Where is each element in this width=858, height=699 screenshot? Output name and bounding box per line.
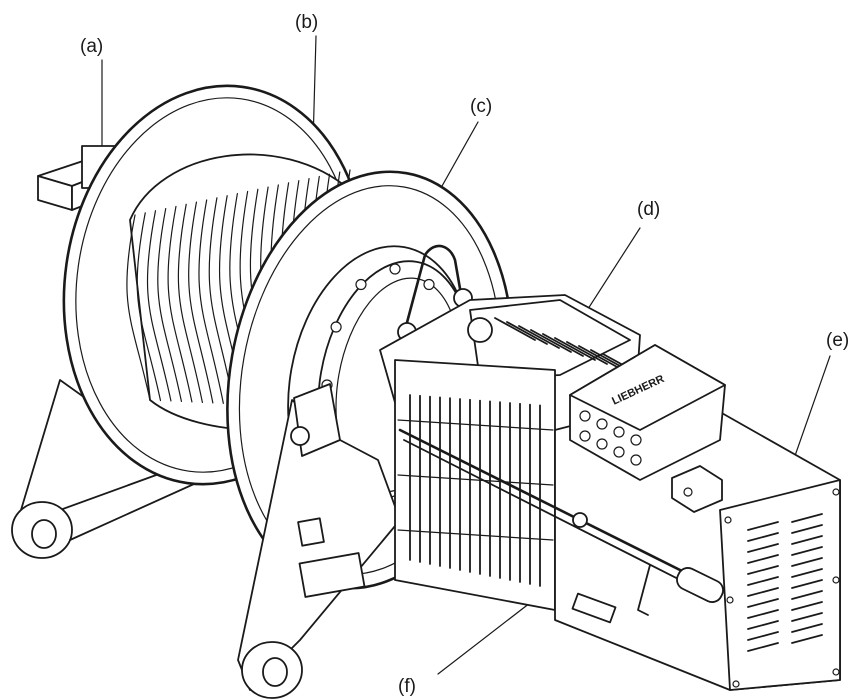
- cable-gland: [613, 446, 625, 458]
- front-leg-clamp-bolt: [290, 426, 310, 446]
- rope-winding: [136, 212, 162, 402]
- motor-louvre: [747, 642, 779, 652]
- front-leg-plate-b: [298, 552, 366, 598]
- cooling-rib: [397, 529, 554, 541]
- rope-winding: [146, 210, 172, 402]
- motor-louvre: [791, 612, 823, 622]
- motor-louvre: [747, 631, 779, 641]
- motor-louvre: [791, 568, 823, 578]
- motor-louvre: [791, 546, 823, 556]
- cable-gland: [630, 454, 642, 466]
- rope-winding: [198, 199, 224, 404]
- motor-louvre: [791, 601, 823, 611]
- cable-gland: [630, 434, 642, 446]
- junction-box-body: [671, 465, 723, 513]
- terminal-box-lid: [569, 344, 726, 431]
- motor-louvre: [747, 620, 779, 630]
- ring-bolt: [423, 278, 435, 291]
- motor-louvre: [747, 554, 779, 564]
- label-d: (d): [637, 199, 660, 220]
- motor-cover-screw: [724, 516, 732, 524]
- motor-louvre: [747, 598, 779, 608]
- motor-louvre: [791, 623, 823, 633]
- label-c: (c): [470, 96, 492, 117]
- terminal-glands: [579, 410, 642, 466]
- motor-louvre: [791, 579, 823, 589]
- ring-bolt: [330, 321, 342, 333]
- ring-bolt: [355, 278, 367, 291]
- cable-gland: [579, 430, 591, 442]
- cable-gland: [613, 426, 625, 438]
- motor-louvre: [791, 634, 823, 644]
- gearbox-fins: [494, 317, 644, 377]
- rear-leg-hole: [31, 519, 57, 549]
- motor-end-cover: [719, 479, 841, 691]
- brake-rod-pivot: [572, 512, 588, 528]
- motor-louvre: [747, 576, 779, 586]
- cooling-rib: [397, 419, 554, 431]
- rope-winding: [188, 201, 214, 404]
- cable-gland: [579, 410, 591, 422]
- motor-louvre: [791, 535, 823, 545]
- motor-louvre: [791, 557, 823, 567]
- ring-bolt: [389, 263, 401, 275]
- motor-cover-screw: [726, 596, 734, 604]
- motor-louvre: [747, 609, 779, 619]
- label-f: (f): [398, 676, 416, 697]
- lifting-eye-arm: [403, 244, 464, 332]
- motor-louvre: [747, 543, 779, 553]
- gearbox-fin: [578, 345, 620, 369]
- leader-e: [789, 355, 831, 471]
- cooling-rib: [397, 474, 554, 486]
- motor-louvre: [747, 587, 779, 597]
- motor-cover-screw: [832, 488, 840, 496]
- motor-louvre: [791, 590, 823, 600]
- motor-louvre: [791, 513, 823, 523]
- gearbox-fin: [530, 329, 572, 353]
- motor-louvres: [724, 488, 840, 688]
- terminal-box: LIEBHERR: [569, 344, 726, 481]
- front-support-leg: [237, 383, 401, 699]
- gearbox-fin: [506, 321, 548, 345]
- rope-winding: [126, 214, 151, 401]
- motor-louvre: [747, 521, 779, 531]
- cable-gland: [596, 418, 608, 430]
- rope-winding: [208, 197, 235, 405]
- brake-rod-guide: [571, 592, 617, 624]
- motor-cover-screw: [832, 668, 840, 676]
- gearbox-fin: [518, 325, 560, 349]
- label-a: (a): [80, 36, 103, 57]
- gearbox-fin: [566, 341, 608, 365]
- motor-cover-screw: [832, 576, 840, 584]
- motor-louvre: [747, 565, 779, 575]
- gearbox-fin: [494, 317, 536, 341]
- cooling-fins: [397, 394, 554, 587]
- label-e: (e): [826, 330, 849, 351]
- junction-box: [671, 465, 723, 513]
- motor-louvre: [791, 524, 823, 534]
- rope-winding: [167, 205, 193, 403]
- junction-box-screw: [683, 487, 693, 497]
- front-leg-hole: [262, 657, 288, 687]
- gearbox-fin: [554, 337, 596, 361]
- front-leg-plate-a: [297, 517, 325, 547]
- cable-gland: [596, 438, 608, 450]
- cooling-block: [394, 359, 556, 611]
- rope-winding: [157, 207, 183, 403]
- label-b: (b): [295, 12, 318, 33]
- cooling-block-front: [394, 359, 556, 611]
- brake-rod: [398, 428, 724, 624]
- brake-lever-handle: [676, 567, 724, 603]
- rope-winding: [177, 203, 203, 403]
- gearbox-eye: [467, 317, 493, 343]
- gearbox-fin: [542, 333, 584, 357]
- brake-lever-arm: [637, 564, 651, 616]
- motor-louvre: [747, 532, 779, 542]
- brake-rod-shaft: [398, 428, 702, 582]
- motor-cover-screw: [732, 680, 740, 688]
